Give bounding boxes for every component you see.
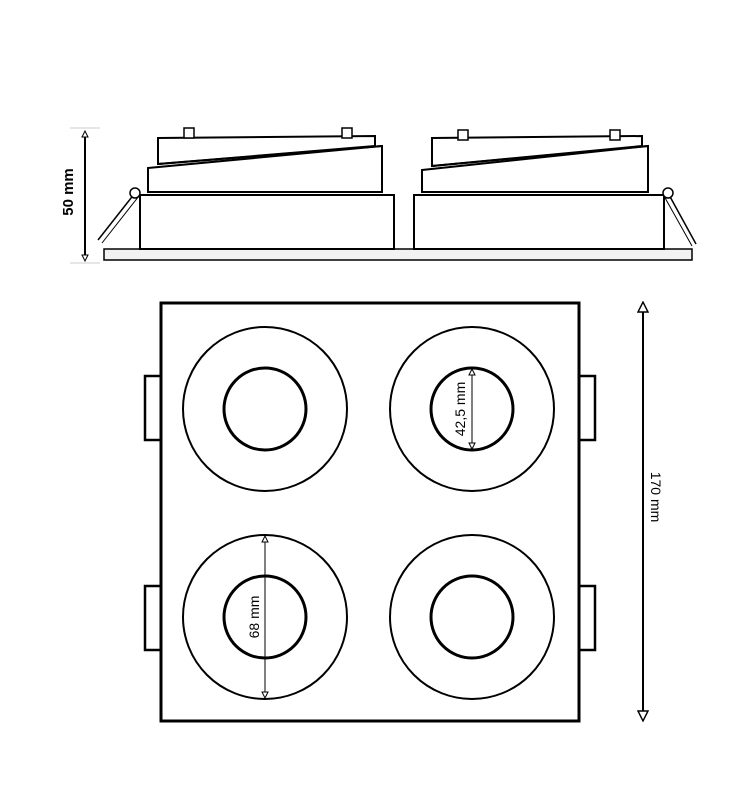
height-dimension — [70, 127, 100, 264]
inner-ring — [222, 366, 308, 452]
top-view — [143, 301, 643, 723]
inner-diameter-label: 42,5 mm — [452, 382, 468, 436]
left-clip-b — [341, 127, 353, 139]
outer-ring — [182, 326, 348, 492]
outer-ring — [389, 326, 555, 492]
left-bottom-tab — [143, 584, 163, 652]
spotlight-top-left — [182, 326, 348, 492]
outer-ring — [389, 534, 555, 700]
right-clip-b — [609, 129, 621, 141]
right-top-tab — [577, 374, 597, 442]
right-housing-body — [413, 194, 665, 250]
left-spring-pivot — [129, 187, 141, 199]
right-tilted-head — [421, 144, 649, 193]
base-plate — [103, 248, 693, 261]
right-tilt-line — [431, 145, 649, 167]
right-clip-a — [457, 129, 469, 141]
right-spring-clip — [667, 192, 697, 245]
right-spring-pivot — [662, 187, 674, 199]
spotlight-bottom-right — [389, 534, 555, 700]
width-dimension-label: 170 mm — [648, 472, 664, 523]
side-view — [70, 127, 697, 264]
outer-diameter-label: 68 mm — [246, 596, 262, 639]
square-frame — [159, 301, 581, 723]
left-spring-clip — [97, 192, 136, 241]
right-bottom-tab — [577, 584, 597, 652]
left-tilted-head — [147, 144, 383, 193]
left-housing — [97, 127, 395, 250]
inner-ring — [429, 574, 515, 660]
left-top-tab — [143, 374, 163, 442]
right-housing — [413, 129, 697, 250]
left-housing-body — [139, 194, 395, 250]
height-dimension-label: 50 mm — [60, 168, 77, 216]
left-tilt-line — [157, 145, 383, 165]
left-clip-a — [183, 127, 195, 139]
